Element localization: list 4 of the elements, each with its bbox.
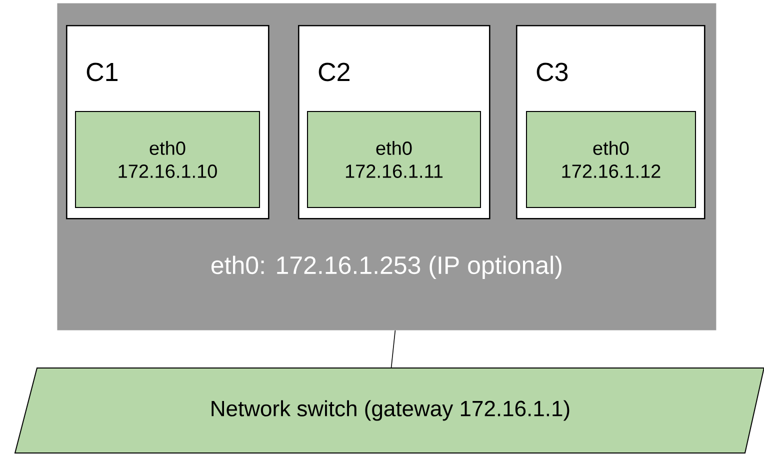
interface-box: eth0 172.16.1.10 <box>75 111 260 208</box>
interface-box: eth0 172.16.1.12 <box>526 111 696 208</box>
interface-box: eth0 172.16.1.11 <box>307 111 481 208</box>
connector-line <box>390 330 396 368</box>
